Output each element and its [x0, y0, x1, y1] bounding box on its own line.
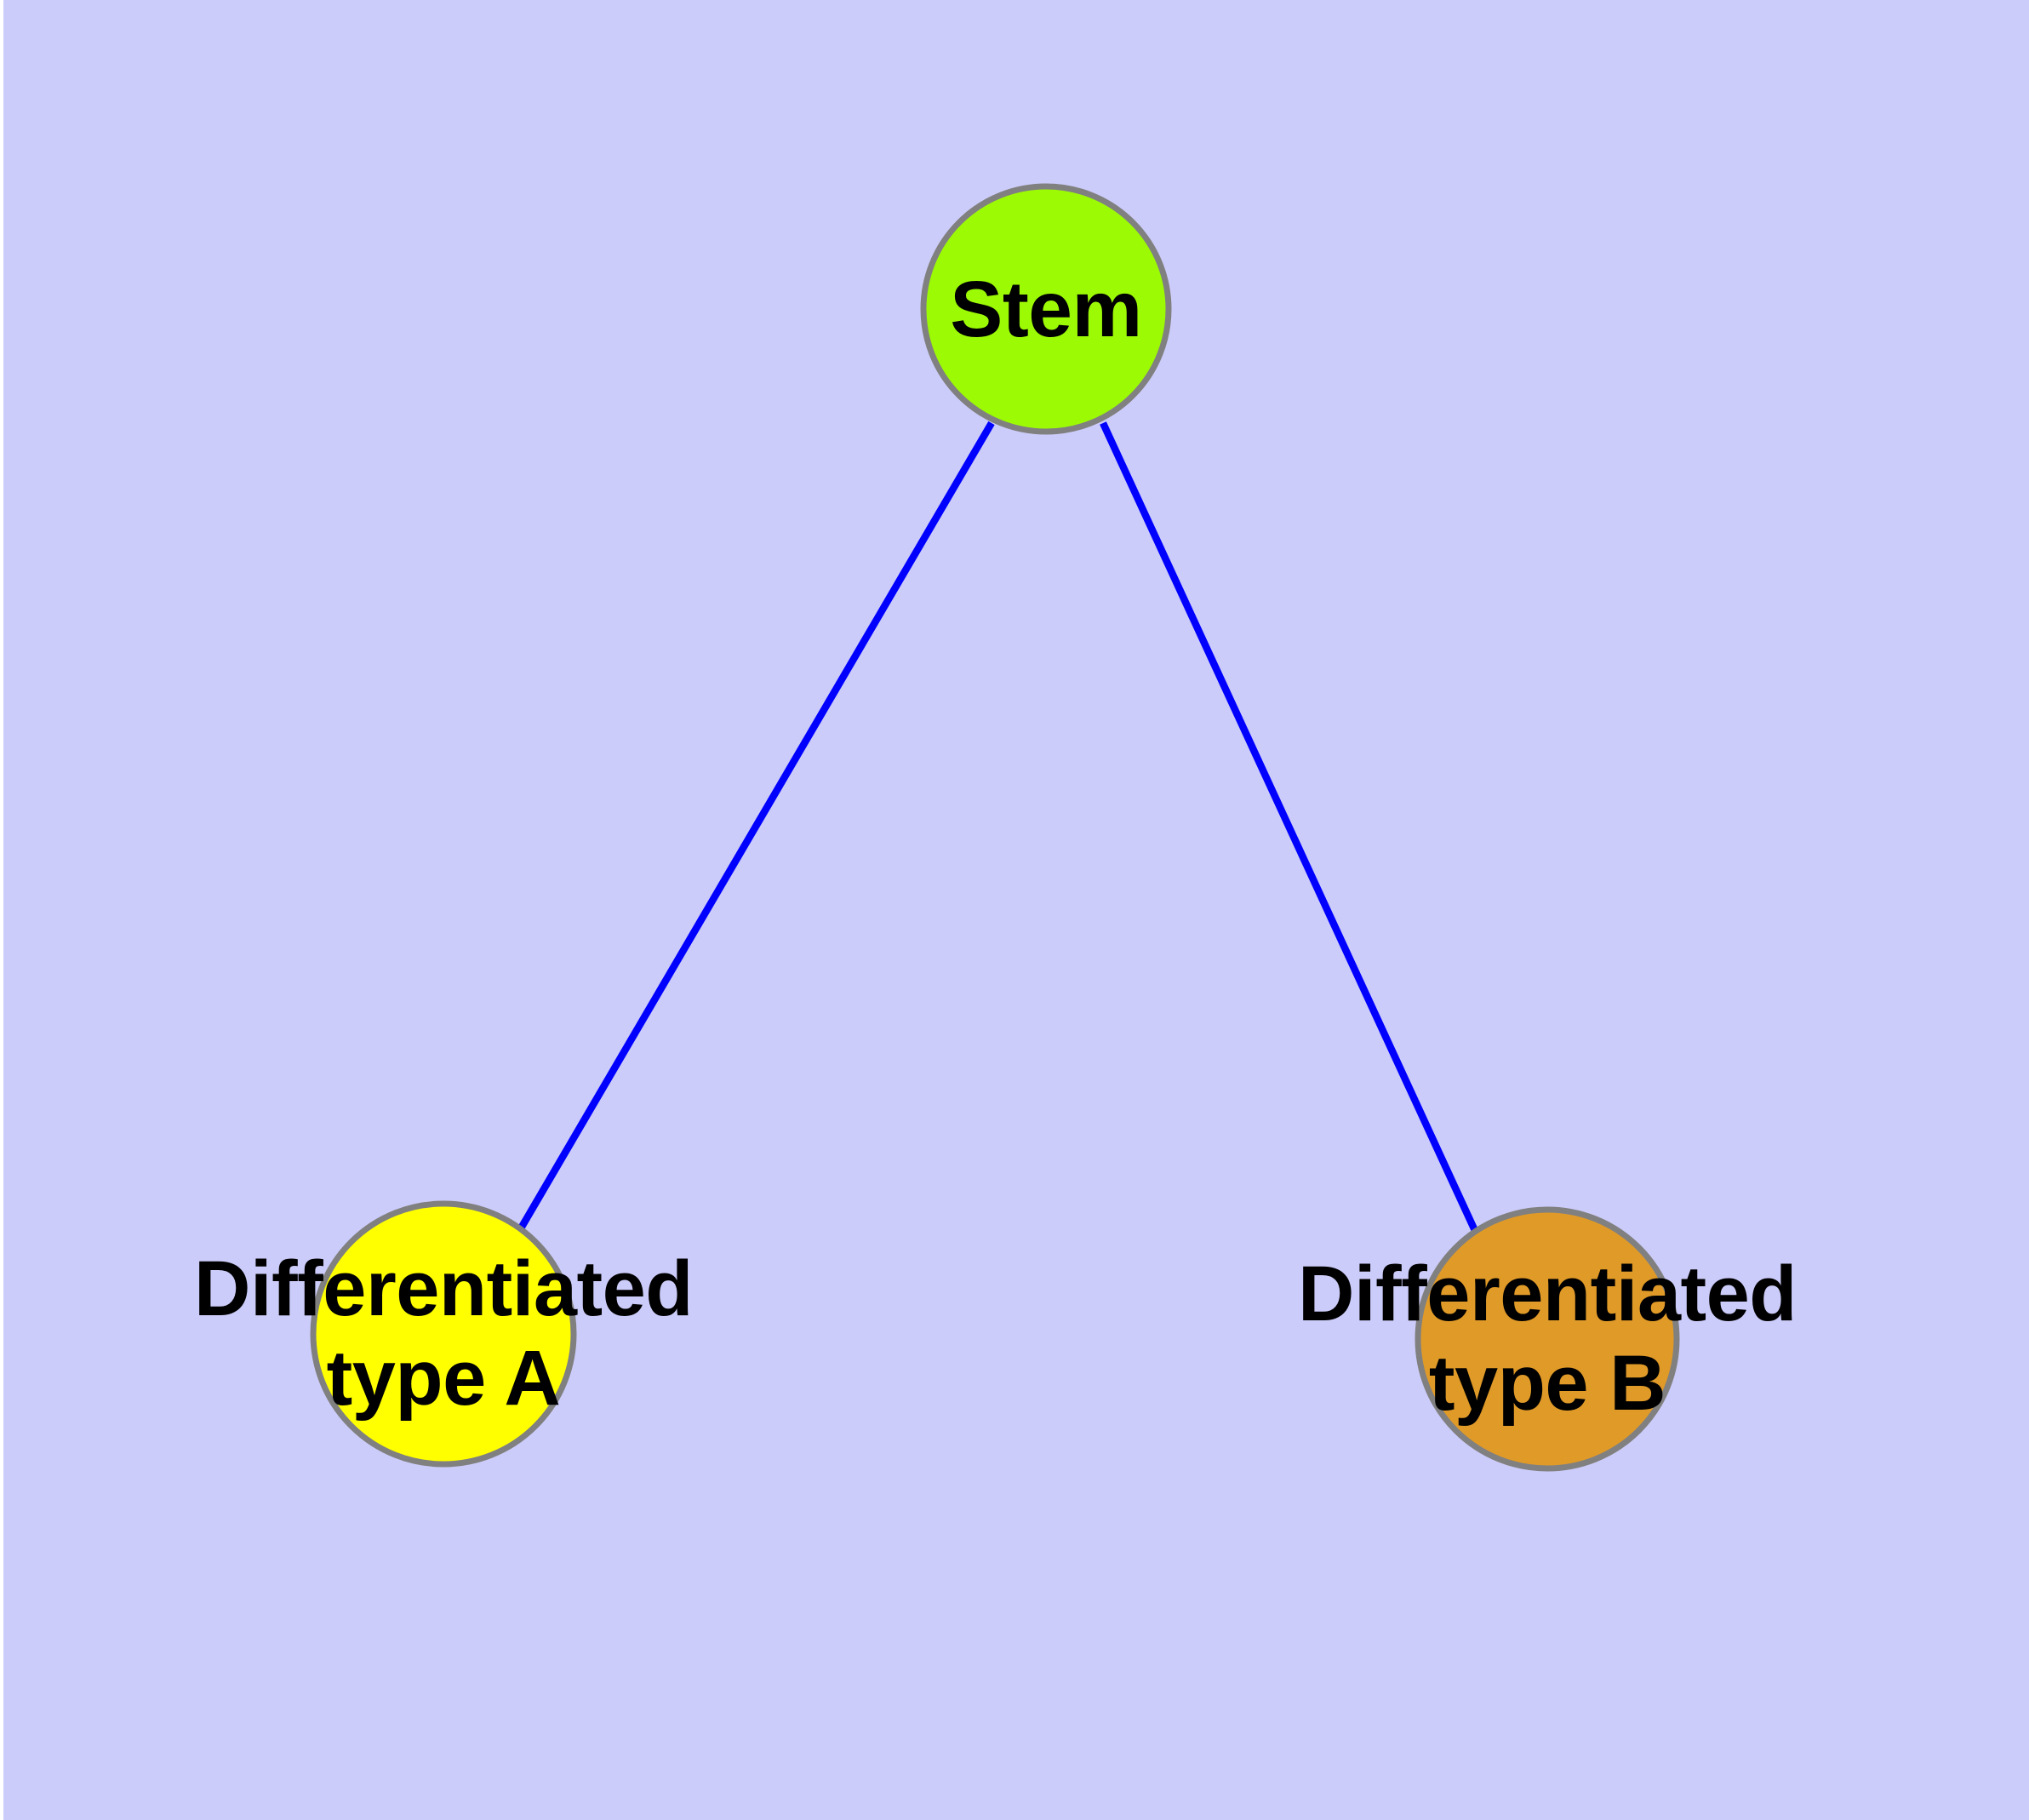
- edge-stem-to-differentiated-type-b: [1100, 421, 1480, 1236]
- node-circle-differentiated-type-b[interactable]: [1415, 1206, 1680, 1472]
- edge-layer: [517, 421, 1480, 1236]
- node-circle-differentiated-type-a[interactable]: [310, 1200, 577, 1468]
- node-layer: [310, 183, 1680, 1472]
- edge-stem-to-differentiated-type-a: [517, 421, 995, 1231]
- node-circle-stem[interactable]: [920, 183, 1172, 435]
